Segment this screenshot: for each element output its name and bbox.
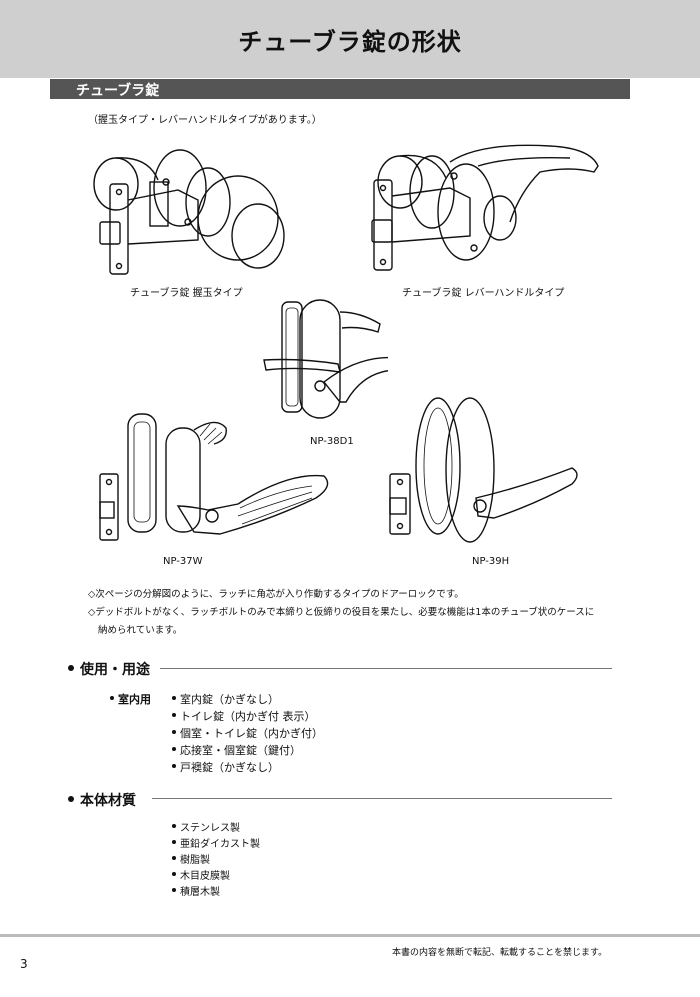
usage-item: 個室・トイレ錠（内かぎ付）: [172, 725, 323, 741]
page-header: チューブラ錠の形状: [0, 0, 700, 78]
bullet-icon: [172, 730, 176, 734]
bullet-icon: [172, 888, 176, 892]
bullet-icon: [172, 764, 176, 768]
note-line-3: 納められています。: [98, 625, 183, 636]
footer-divider: [0, 934, 700, 937]
lever-lock-illustration: [371, 144, 599, 271]
knob-lock-illustration: [93, 149, 285, 275]
copyright-note: 本書の内容を無断で転記、転載することを禁じます。: [392, 948, 608, 958]
bullet-icon: [172, 824, 176, 828]
page-number: 3: [20, 957, 28, 971]
bullet-icon: [172, 713, 176, 717]
note-line-2: ◇デッドボルトがなく、ラッチボルトのみで本締りと仮締りの役目を果たし、必要な機能…: [88, 607, 595, 618]
materials-heading: 本体材質: [68, 790, 136, 810]
materials-divider: [152, 798, 612, 799]
material-item: ステンレス製: [172, 819, 240, 834]
np37w-illustration: [99, 413, 329, 541]
bullet-icon: [172, 856, 176, 860]
material-item: 積層木製: [172, 883, 220, 898]
np37w-caption: NP-37W: [163, 556, 203, 567]
bullet-icon: [68, 796, 74, 802]
np38d1-caption: NP-38D1: [310, 436, 354, 447]
usage-divider: [160, 668, 612, 669]
page-title: チューブラ錠の形状: [238, 28, 462, 56]
usage-heading: 使用・用途: [68, 659, 150, 679]
usage-item: トイレ錠（内かぎ付 表示）: [172, 708, 316, 724]
section-bar: チューブラ錠: [50, 79, 630, 99]
material-item: 亜鉛ダイカスト製: [172, 835, 260, 850]
bullet-icon: [172, 872, 176, 876]
lever-caption: チューブラ錠 レバーハンドルタイプ: [402, 288, 565, 299]
usage-item: 戸襖錠（かぎなし）: [172, 759, 279, 775]
np39h-caption: NP-39H: [472, 556, 510, 567]
np39h-illustration: [389, 397, 578, 543]
usage-item: 応接室・個室錠（鍵付）: [172, 742, 301, 758]
material-item: 樹脂製: [172, 851, 210, 866]
knob-caption: チューブラ錠 握玉タイプ: [130, 288, 243, 299]
bullet-icon: [172, 747, 176, 751]
usage-item: 室内錠（かぎなし）: [172, 691, 279, 707]
bullet-icon: [172, 840, 176, 844]
bullet-icon: [110, 696, 114, 700]
note-line-1: ◇次ページの分解図のように、ラッチに角芯が入り作動するタイプのドアーロックです。: [88, 589, 464, 600]
bullet-icon: [172, 696, 176, 700]
material-item: 木目皮膜製: [172, 867, 230, 882]
np38d1-illustration: [263, 299, 388, 419]
intro-text: （握玉タイプ・レバーハンドルタイプがあります。）: [88, 115, 322, 126]
section-title: チューブラ錠: [76, 83, 160, 99]
bullet-icon: [68, 665, 74, 671]
usage-category-label: 室内用: [110, 691, 151, 707]
